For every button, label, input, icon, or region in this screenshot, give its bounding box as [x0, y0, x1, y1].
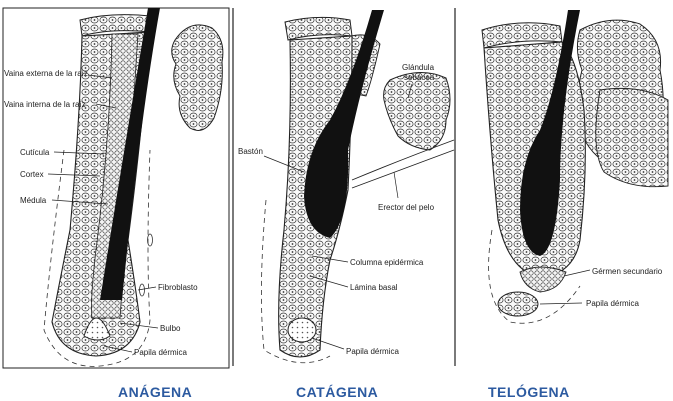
label-sebaceous-gland-line1: Glándula [402, 63, 435, 72]
label-fibroblast: Fibroblasto [158, 283, 198, 292]
phase-title-anagen: ANÁGENA [118, 384, 192, 400]
label-sebaceous-gland-line2: sebácea [404, 73, 435, 82]
label-inner-root-sheath: Vaina interna de la raíz [4, 100, 86, 109]
label-cortex: Cortex [20, 170, 44, 179]
label-epidermal-column: Columna epidérmica [350, 258, 424, 267]
label-basal-lamina: Lámina basal [350, 283, 398, 292]
telogen-illustration [482, 10, 668, 323]
phase-title-catagen: CATÁGENA [296, 384, 378, 400]
label-secondary-germ: Gérmen secundario [592, 267, 663, 276]
label-outer-root-sheath: Vaina externa de la raíz [4, 69, 88, 78]
label-arrector-pili: Erector del pelo [378, 203, 435, 212]
label-dermal-papilla-telogen: Papila dérmica [586, 299, 639, 308]
label-cuticle: Cutícula [20, 148, 50, 157]
label-bulb: Bulbo [160, 324, 181, 333]
label-club-hair: Bastón [238, 147, 263, 156]
label-dermal-papilla-anagen: Papila dérmica [134, 348, 187, 357]
phase-title-telogen: TELÓGENA [488, 384, 570, 400]
label-medulla: Médula [20, 196, 47, 205]
label-dermal-papilla-catagen: Papila dérmica [346, 347, 399, 356]
